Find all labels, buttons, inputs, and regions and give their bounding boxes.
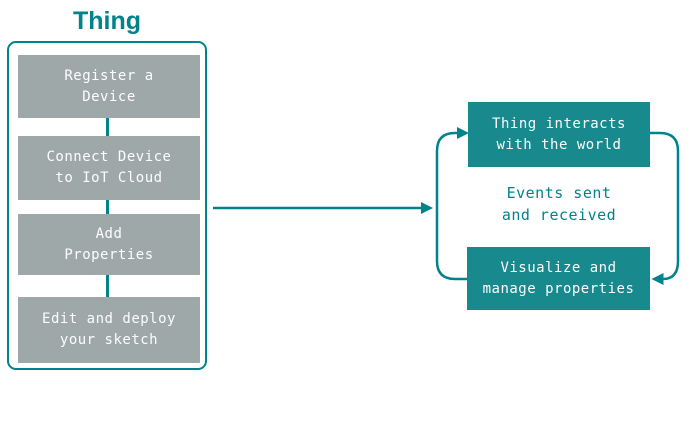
step-label-line: Register a bbox=[64, 67, 154, 84]
step-box-connect-device: Connect Device to IoT Cloud bbox=[18, 136, 200, 200]
thing-group-title: Thing bbox=[72, 7, 142, 35]
step-box-add-properties: Add Properties bbox=[18, 214, 200, 275]
cycle-arc-right-down-arrow bbox=[650, 131, 680, 285]
cycle-events-label-line: and received bbox=[501, 206, 617, 224]
step-label-line: Add bbox=[95, 225, 123, 242]
step-label-line: Device bbox=[82, 88, 136, 105]
step-label-line: Properties bbox=[64, 246, 154, 263]
step-label-line: Edit and deploy bbox=[42, 311, 176, 327]
step-label-line: your sketch bbox=[59, 332, 159, 348]
cycle-events-label-line: Events sent bbox=[506, 184, 612, 202]
step-label-line: to IoT Cloud bbox=[55, 170, 163, 186]
cycle-box-visualize-manage: Visualize and manage properties bbox=[467, 247, 650, 310]
step-box-edit-deploy-sketch: Edit and deploy your sketch bbox=[18, 297, 200, 363]
step-label-line: Connect Device bbox=[46, 149, 172, 165]
step-connector bbox=[106, 275, 109, 297]
cycle-box-label-line: manage properties bbox=[482, 280, 635, 297]
cycle-arc-left-up-arrow bbox=[435, 127, 469, 281]
cycle-box-label-line: Visualize and bbox=[500, 259, 617, 276]
cycle-events-label: Events sent and received bbox=[478, 182, 640, 226]
step-connector bbox=[106, 118, 109, 136]
cycle-box-label-line: Thing interacts bbox=[492, 115, 626, 132]
step-box-register-device: Register a Device bbox=[18, 55, 200, 118]
cycle-box-thing-interacts: Thing interacts with the world bbox=[468, 102, 650, 167]
step-connector bbox=[106, 200, 109, 214]
cycle-box-label-line: with the world bbox=[496, 136, 622, 153]
